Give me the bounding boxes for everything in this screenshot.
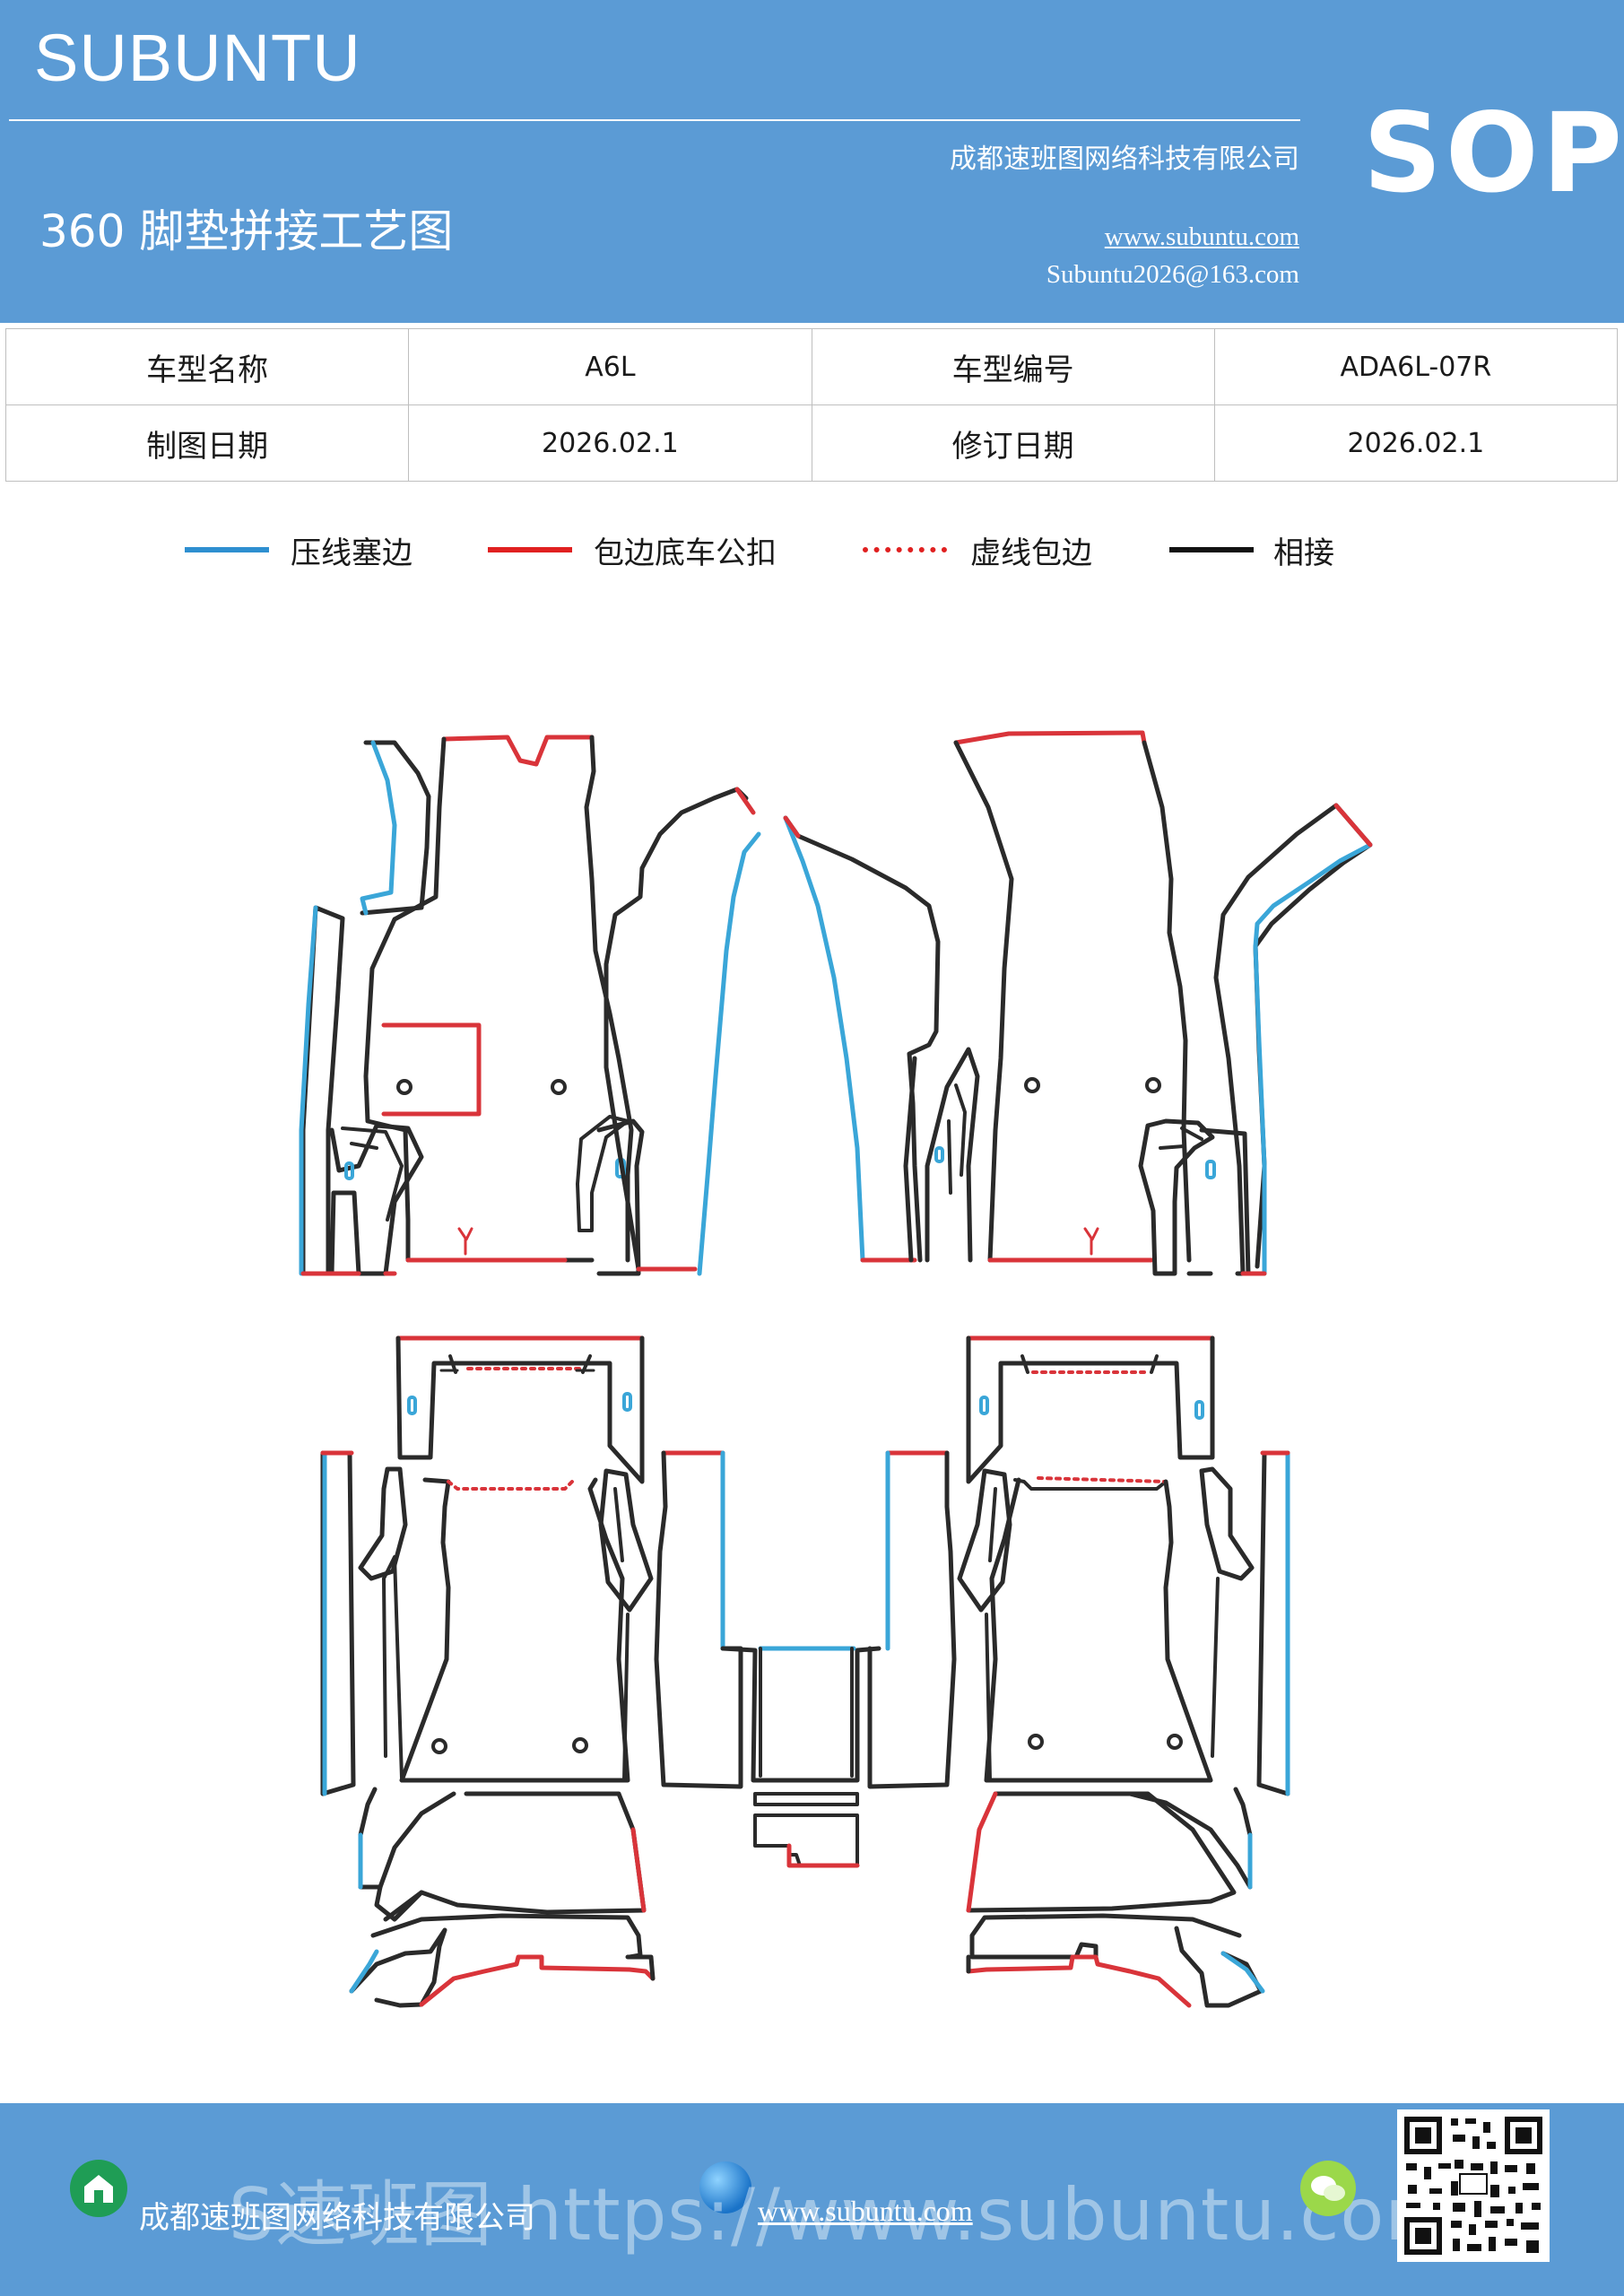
line-legend: 压线塞边 包边底车公扣 虚线包边 相接 — [0, 527, 1624, 572]
center-tunnel-mat — [720, 1646, 881, 1868]
model-code-label: 车型编号 — [811, 328, 1215, 405]
legend-item-press-line: 压线塞边 — [185, 527, 413, 572]
header-company: 成都速班图网络科技有限公司 — [950, 144, 1299, 175]
front-left-mat — [299, 735, 761, 1276]
document-title: 360 脚垫拼接工艺图 — [39, 205, 454, 257]
drawing-date-label: 制图日期 — [4, 404, 410, 482]
globe-icon — [699, 2161, 751, 2213]
model-code-value: ADA6L-07R — [1213, 328, 1619, 405]
drawing-date-value: 2026.02.1 — [408, 404, 812, 482]
legend-item-joined: 相接 — [1169, 527, 1334, 572]
footer-watermark: S速班图 https://www.subuntu.com — [229, 2173, 1456, 2257]
revision-date-label: 修订日期 — [811, 404, 1215, 482]
legend-swatch-red-dotted — [863, 547, 947, 552]
table-row: 车型名称 A6L 车型编号 ADA6L-07R — [4, 328, 1619, 405]
legend-swatch-blue — [185, 547, 269, 552]
legend-label: 虚线包边 — [970, 535, 1092, 571]
legend-item-wrap-edge: 包边底车公扣 — [488, 527, 777, 572]
footer-company: 成都速班图网络科技有限公司 — [139, 2200, 535, 2236]
house-icon — [70, 2160, 127, 2217]
vehicle-info-table: 车型名称 A6L 车型编号 ADA6L-07R 制图日期 2026.02.1 修… — [4, 328, 1619, 482]
brand-name: SUBUNTU — [34, 21, 361, 95]
legend-swatch-black — [1169, 547, 1254, 552]
page-footer: 成都速班图网络科技有限公司 www.subuntu.com S速班图 https… — [0, 2103, 1624, 2296]
footer-website-link[interactable]: www.subuntu.com — [758, 2195, 973, 2227]
rear-right-mat — [867, 1335, 1290, 2008]
floor-mat-diagram — [299, 730, 1373, 2008]
page-header: SUBUNTU 成都速班图网络科技有限公司 SOP 360 脚垫拼接工艺图 ww… — [0, 0, 1624, 323]
legend-label: 包边底车公扣 — [594, 535, 777, 571]
qr-code[interactable] — [1397, 2109, 1550, 2262]
table-row: 制图日期 2026.02.1 修订日期 2026.02.1 — [4, 404, 1619, 482]
legend-item-dotted-wrap: 虚线包边 — [863, 527, 1092, 572]
wechat-icon — [1300, 2161, 1356, 2216]
sop-badge: SOP — [1363, 90, 1624, 217]
rear-left-mat — [320, 1335, 743, 2008]
revision-date-value: 2026.02.1 — [1213, 404, 1619, 482]
header-email: Subuntu2026@163.com — [1046, 260, 1299, 289]
header-divider — [9, 119, 1300, 121]
model-name-label: 车型名称 — [4, 328, 410, 405]
header-website-link[interactable]: www.subuntu.com — [1104, 222, 1299, 251]
legend-swatch-red — [488, 547, 572, 552]
legend-label: 压线塞边 — [291, 535, 413, 571]
model-name-value: A6L — [408, 328, 812, 405]
legend-label: 相接 — [1273, 535, 1334, 571]
front-right-mat — [783, 730, 1373, 1276]
